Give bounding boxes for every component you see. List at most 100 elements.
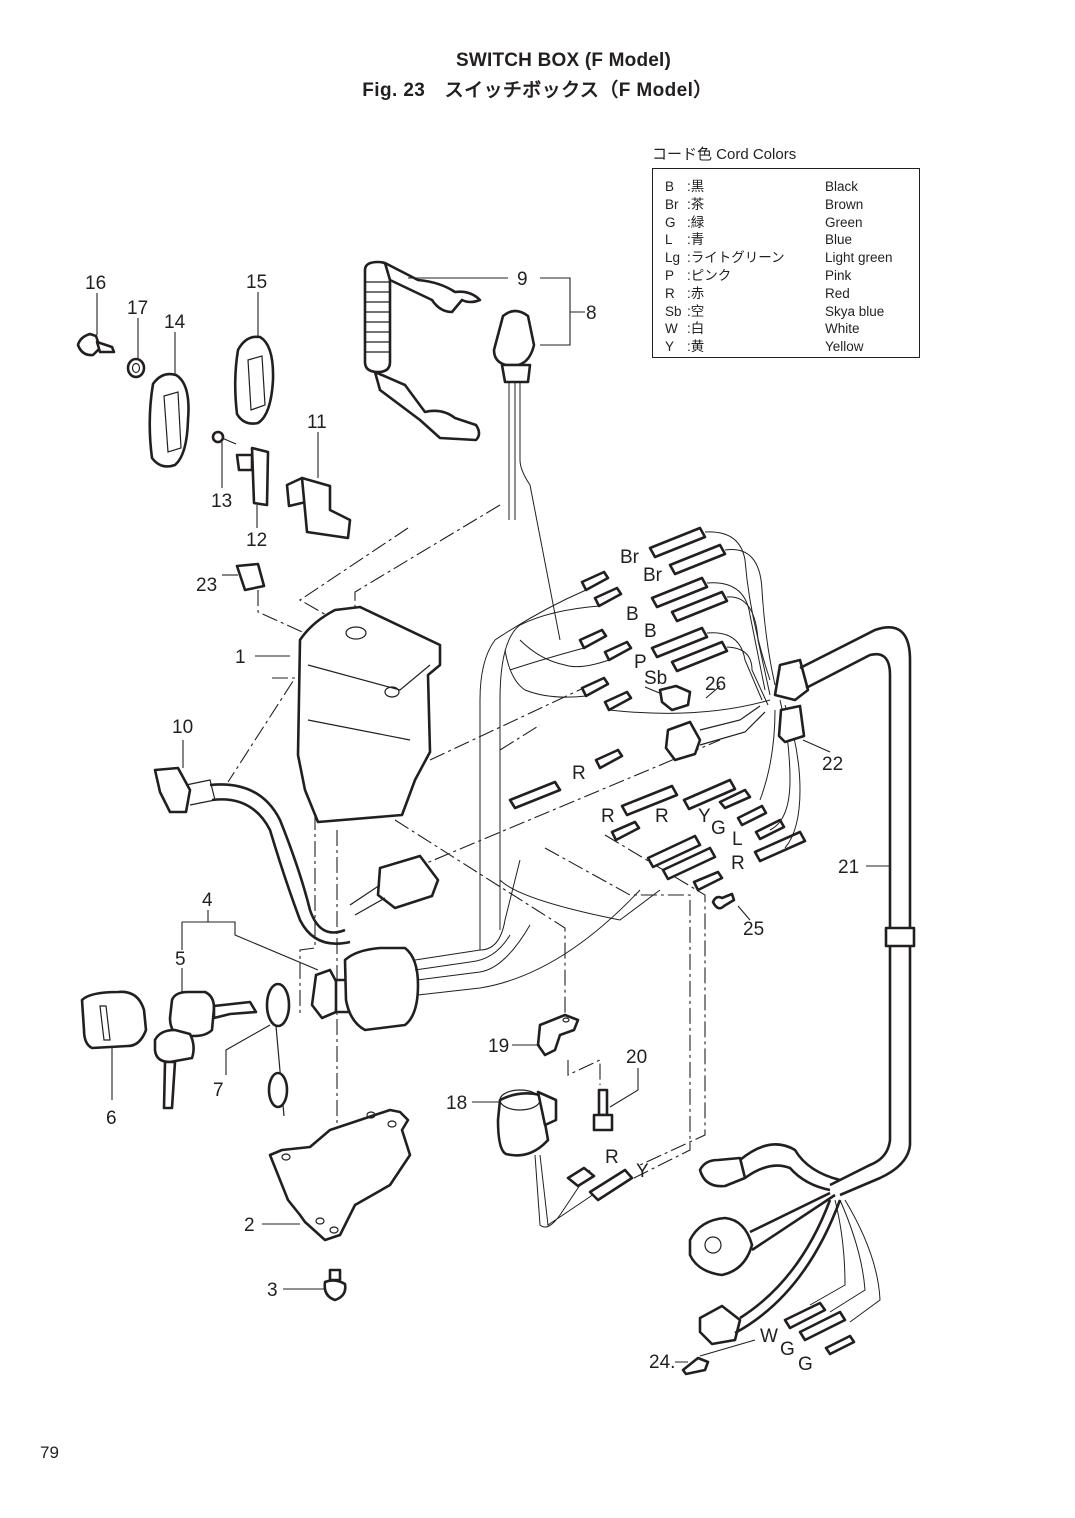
- part-14-plate[interactable]: [148, 372, 190, 468]
- harness-connector[interactable]: [349, 854, 440, 916]
- wire-label-r: R: [655, 806, 669, 827]
- part-5-keys[interactable]: [153, 990, 258, 1110]
- legend-jp: :黒: [687, 179, 705, 194]
- guide-line: [604, 834, 706, 1166]
- guide-line: [409, 739, 721, 871]
- part-25-clip[interactable]: [711, 892, 736, 910]
- wire-terminals[interactable]: [508, 526, 807, 892]
- assembly-guide-lines: [227, 504, 721, 1230]
- legend-en: Red: [825, 285, 850, 301]
- harness-coupler[interactable]: [664, 705, 766, 762]
- part-8-stop-switch[interactable]: [492, 309, 561, 641]
- part-22-grommet[interactable]: [777, 704, 806, 744]
- legend-en: Blue: [825, 232, 853, 248]
- wire-label-b: B: [626, 604, 639, 625]
- callout-15[interactable]: 15: [246, 272, 267, 293]
- callout-16[interactable]: 16: [85, 273, 106, 294]
- callout-26[interactable]: 26: [705, 674, 726, 695]
- legend-en: Light green: [825, 250, 893, 266]
- legend-jp: :緑: [687, 214, 705, 230]
- callout-21[interactable]: 21: [838, 857, 859, 878]
- callout-24[interactable]: 24.: [649, 1352, 675, 1373]
- part-17-washer[interactable]: [126, 357, 146, 379]
- callout-20[interactable]: 20: [626, 1047, 647, 1068]
- legend-en: Pink: [825, 267, 852, 283]
- part-12-bracket[interactable]: [235, 446, 270, 507]
- legend-code: P: [665, 267, 675, 283]
- part-19-clip[interactable]: [536, 1013, 580, 1057]
- callout-10[interactable]: 10: [172, 717, 193, 738]
- harness-lower-branches[interactable]: [688, 1143, 881, 1356]
- title-block: SWITCH BOX (F Model) Fig. 23 スイッチボックス（F …: [0, 50, 1075, 102]
- part-26-terminal-clip[interactable]: [644, 684, 692, 712]
- part-7-cap-with-strap[interactable]: [265, 982, 291, 1117]
- part-3-screw[interactable]: [323, 1268, 347, 1302]
- terminal-sleeve: [670, 640, 729, 673]
- part-9-lanyard-cord[interactable]: [363, 260, 482, 442]
- part-1-switch-box[interactable]: [296, 605, 442, 824]
- part-6-cap[interactable]: [80, 990, 148, 1050]
- callout-4[interactable]: 4: [202, 890, 213, 911]
- callout-8[interactable]: 8: [586, 303, 597, 324]
- callout-1[interactable]: 1: [235, 647, 246, 668]
- part-20-bolt[interactable]: [592, 1088, 614, 1132]
- guide-line: [257, 590, 321, 641]
- legend-jp: :黄: [687, 339, 705, 355]
- callout-23[interactable]: 23: [196, 575, 217, 596]
- callout-11[interactable]: 11: [307, 412, 327, 433]
- part-24-terminal-cover[interactable]: [681, 1356, 710, 1376]
- legend-en: Yellow: [825, 339, 864, 355]
- part-15-cover[interactable]: [233, 335, 275, 425]
- callout-5[interactable]: 5: [175, 949, 186, 970]
- legend-heading: コード色 Cord Colors: [652, 146, 797, 163]
- part-23-label[interactable]: [235, 562, 266, 592]
- legend-en: Brown: [825, 196, 864, 212]
- legend-code: Br: [665, 196, 679, 212]
- terminal-pin: [578, 628, 608, 650]
- guide-line: [429, 684, 591, 761]
- wire-label-p: P: [634, 652, 647, 673]
- legend-code: Y: [665, 339, 675, 355]
- callout-17[interactable]: 17: [127, 298, 148, 319]
- callout-22[interactable]: 22: [822, 754, 843, 775]
- wire-label-sb: Sb: [644, 668, 667, 689]
- part-4-ignition-switch[interactable]: [310, 859, 641, 1032]
- part-18-coil[interactable]: [496, 1089, 634, 1228]
- part-10-connector[interactable]: [153, 766, 351, 945]
- callout-2[interactable]: 2: [244, 1215, 255, 1236]
- guide-line: [567, 1059, 601, 1085]
- part-2-plate[interactable]: [268, 1108, 412, 1242]
- terminal-sleeve: [661, 846, 717, 881]
- callout-13[interactable]: 13: [211, 491, 232, 512]
- callout-12[interactable]: 12: [246, 530, 267, 551]
- terminal-pin: [610, 820, 641, 842]
- part-21-main-harness[interactable]: [773, 626, 916, 1197]
- callout-3[interactable]: 3: [267, 1280, 278, 1301]
- callout-18[interactable]: 18: [446, 1093, 467, 1114]
- callout-9[interactable]: 9: [517, 269, 528, 290]
- wire-label-r: R: [601, 806, 615, 827]
- callout-25[interactable]: 25: [743, 919, 764, 940]
- legend-jp: :空: [687, 303, 705, 319]
- callout-19[interactable]: 19: [488, 1036, 509, 1057]
- part-11-switch[interactable]: [285, 476, 352, 540]
- terminal-sleeve: [753, 830, 807, 863]
- part-16-bolt[interactable]: [76, 332, 116, 357]
- terminal-sleeve: [650, 576, 709, 609]
- terminal-sleeve: [648, 526, 707, 559]
- callout-14[interactable]: 14: [164, 312, 186, 333]
- legend-code: B: [665, 179, 675, 194]
- callout-7[interactable]: 7: [213, 1080, 224, 1101]
- callout-6[interactable]: 6: [106, 1108, 117, 1129]
- legend-en: White: [825, 321, 860, 337]
- guide-line: [354, 504, 501, 628]
- terminal-pin: [718, 788, 752, 810]
- guide-line: [499, 724, 541, 751]
- part-13-screw[interactable]: [211, 430, 237, 445]
